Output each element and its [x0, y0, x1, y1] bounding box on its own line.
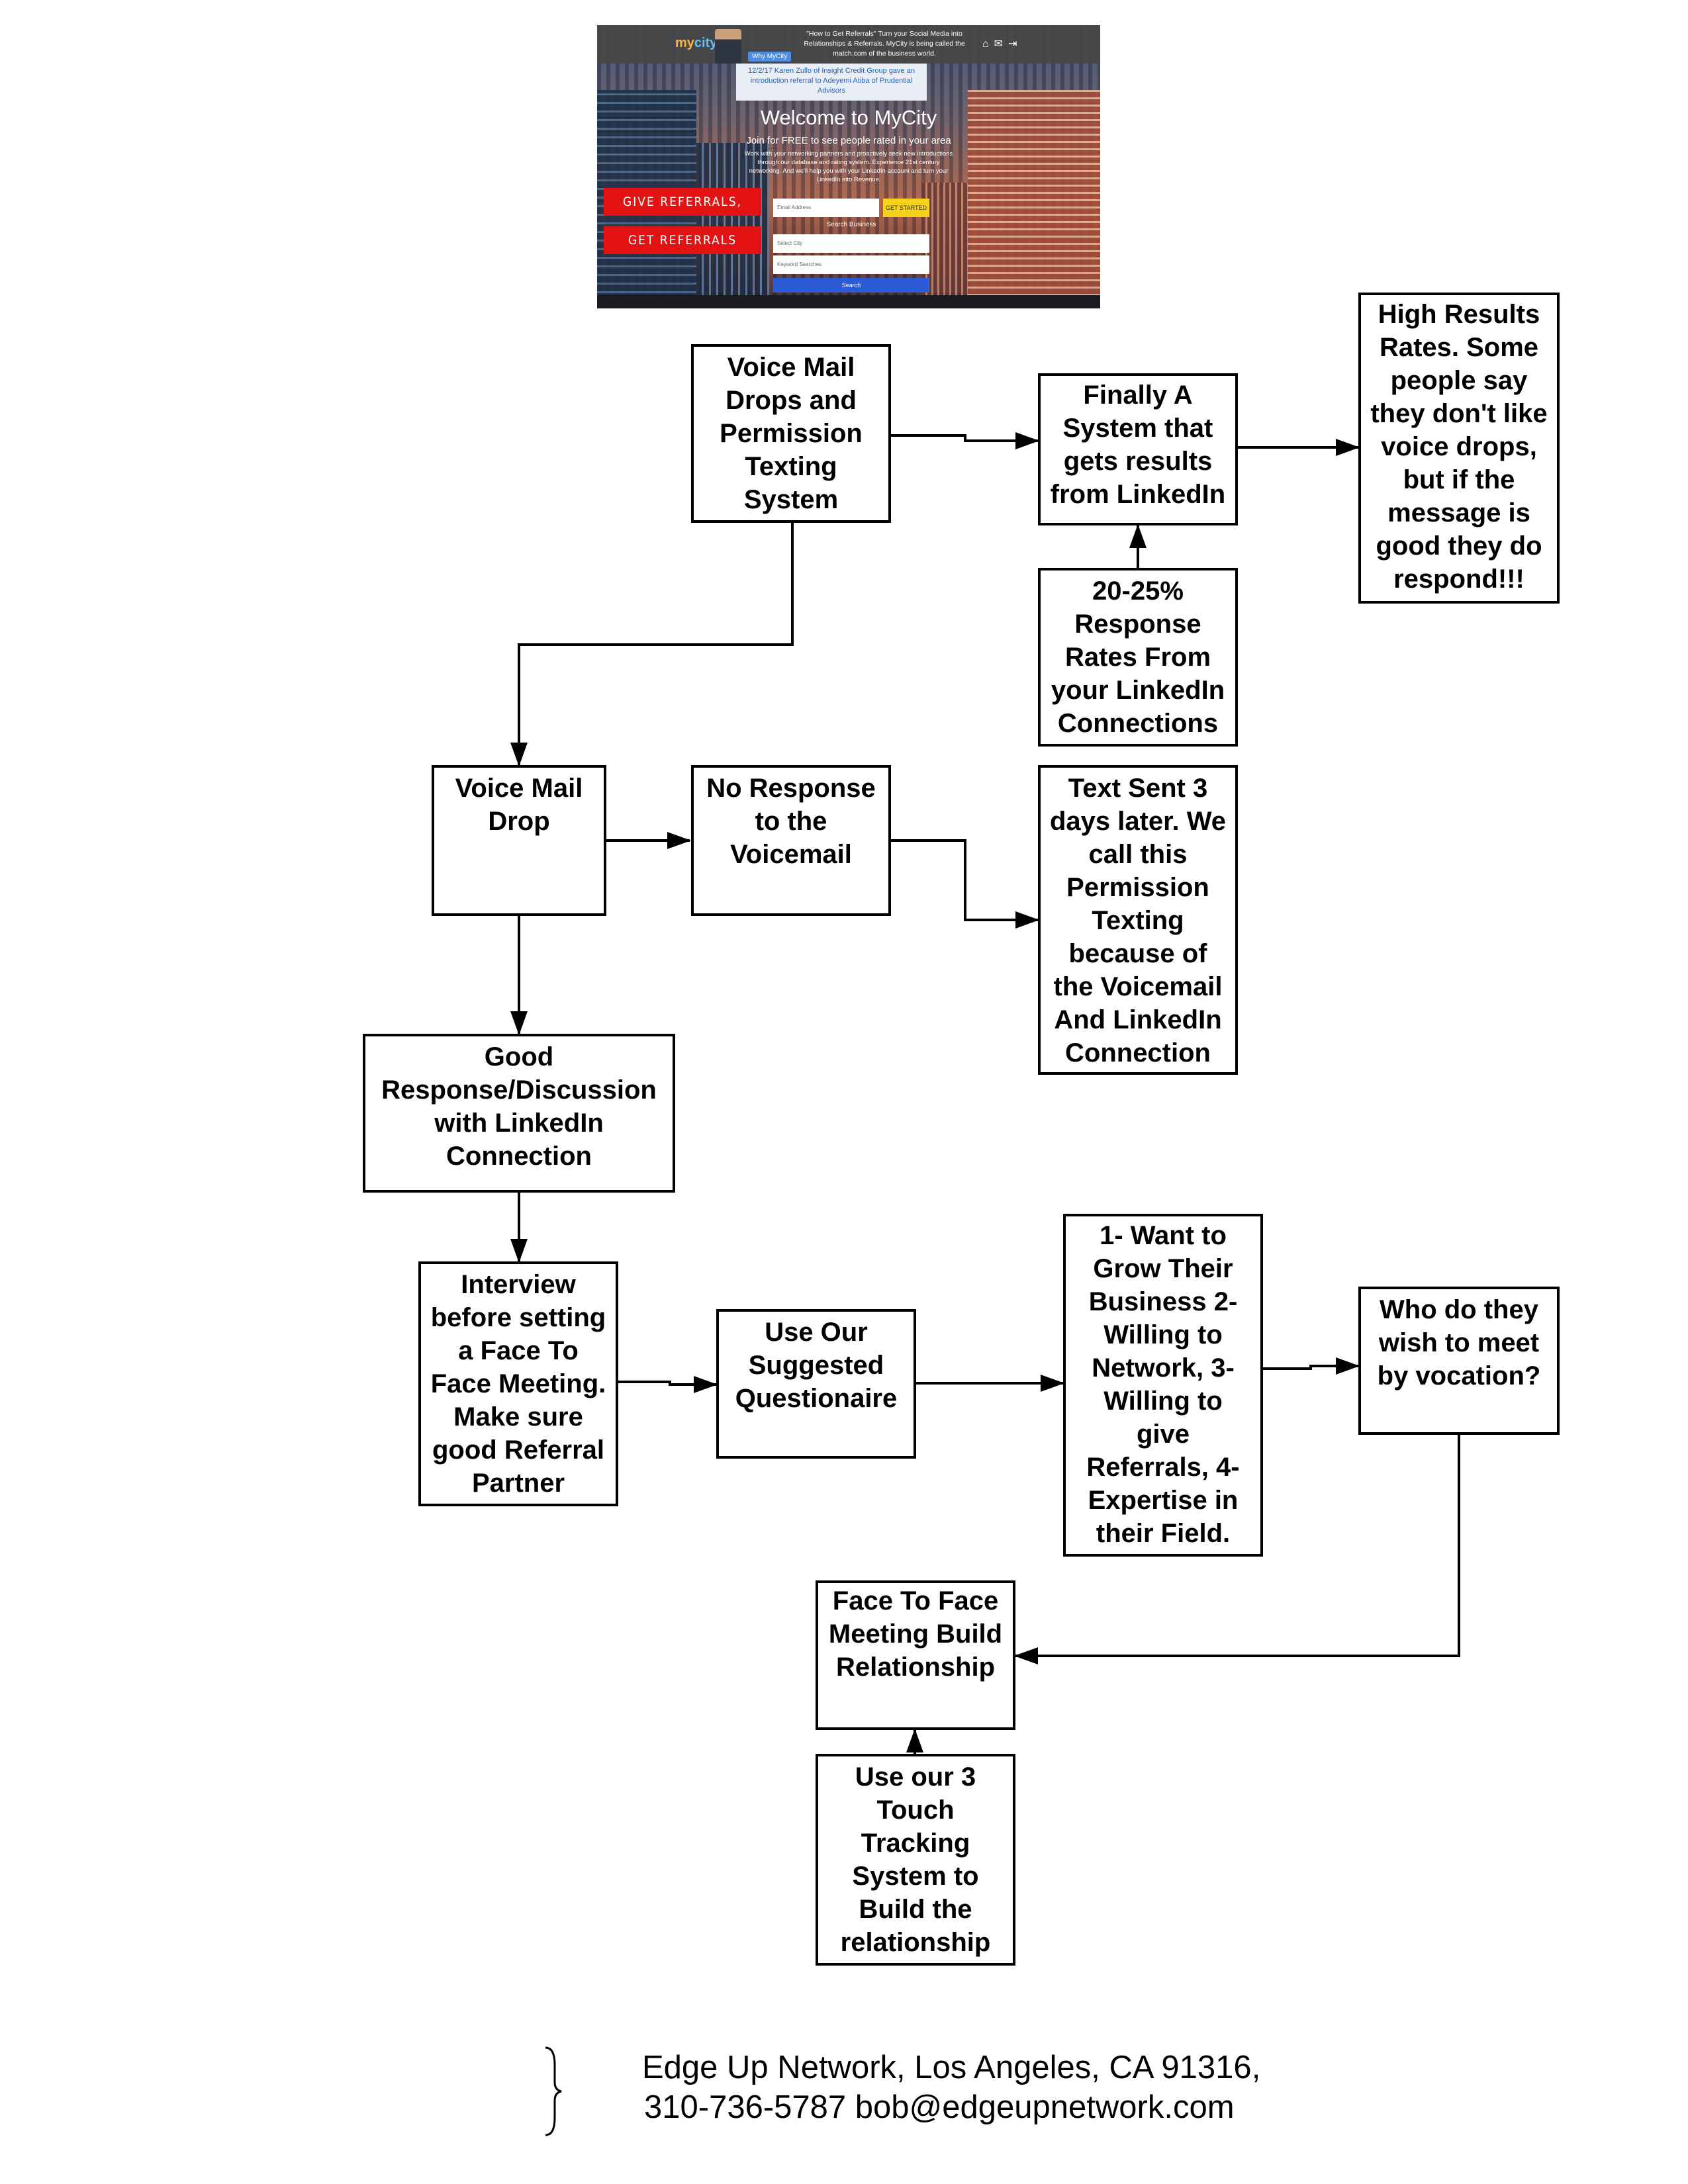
- join-subheading: Join for FREE to see people rated in you…: [746, 135, 951, 146]
- founder-photo: [715, 29, 741, 64]
- intro-blurb: Work with your networking partners and p…: [744, 150, 953, 183]
- building-left-2: [696, 143, 769, 308]
- get-started-button[interactable]: GET STARTED: [883, 199, 929, 217]
- home-icon[interactable]: ⌂: [982, 38, 994, 50]
- why-mycity-link[interactable]: Why MyCity: [748, 52, 792, 62]
- arrow-whomeet-to-facetoface: [1014, 1435, 1460, 1664]
- search-business-label: Search Business: [826, 221, 876, 228]
- mycity-screenshot: mycity Why MyCity "How to Get Referrals"…: [597, 25, 1100, 308]
- nav-icons: ⌂✉⇥: [982, 37, 1022, 50]
- email-input[interactable]: Email Address: [773, 199, 879, 217]
- mycity-logo[interactable]: mycity: [675, 36, 718, 50]
- building-right: [968, 90, 1100, 308]
- footer-address: Edge Up Network, Los Angeles, CA 91316,: [642, 2050, 1261, 2085]
- ground-strip: [597, 295, 1100, 308]
- select-city-dropdown[interactable]: Select City: [773, 234, 929, 253]
- arrow-vmdrops-to-vmdrop: [510, 523, 794, 766]
- get-referrals-button[interactable]: GET REFERRALS: [604, 226, 761, 254]
- arrow-criteria-to-whomeet: [1263, 1357, 1360, 1375]
- give-referrals-button[interactable]: GIVE REFERRALS,: [604, 188, 761, 216]
- keyword-search-dropdown[interactable]: Keyword Searches: [773, 255, 929, 274]
- referral-notice: 12/2/17 Karen Zullo of Insight Credit Gr…: [736, 64, 927, 101]
- footer-brace: [545, 2046, 562, 2136]
- arrow-interview-to-questionaire: [618, 1376, 718, 1393]
- arrow-vmdrops-to-finally: [891, 432, 1039, 449]
- search-button[interactable]: Search: [773, 278, 929, 293]
- sign-in-icon[interactable]: ⇥: [1008, 38, 1023, 50]
- footer-contact[interactable]: 310-736-5787 bob@edgeupnetwork.com: [644, 2089, 1235, 2125]
- welcome-heading: Welcome to MyCity: [760, 106, 937, 129]
- arrow-noresponse-to-textsent: [891, 839, 1039, 929]
- tagline: "How to Get Referrals" Turn your Social …: [804, 30, 965, 58]
- mail-icon[interactable]: ✉: [994, 38, 1009, 50]
- top-bar: [597, 25, 1100, 64]
